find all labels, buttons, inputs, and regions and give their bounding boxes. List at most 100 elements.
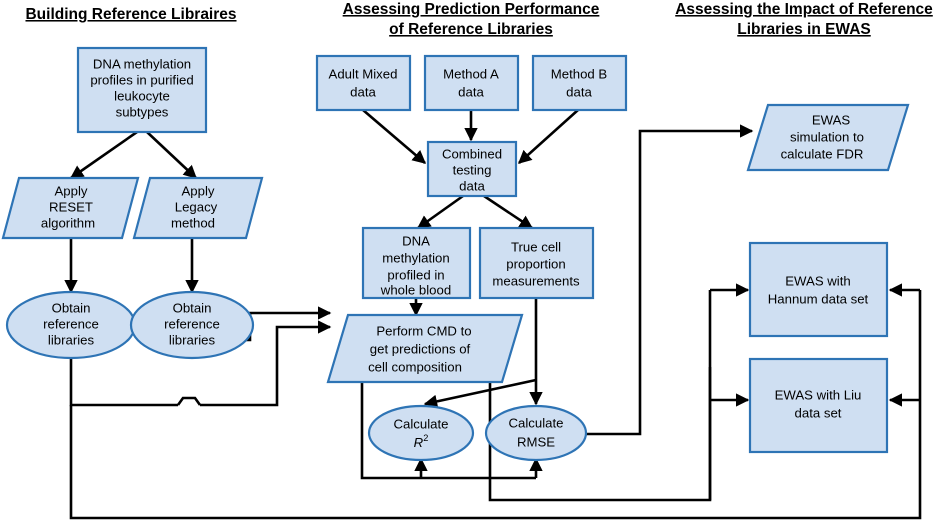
node-obtain-reference-libraries-reset-line1: Obtain: [52, 300, 91, 315]
edge-true-cell-to-r2: [423, 378, 537, 409]
edge-profiles-to-legacy: [146, 131, 197, 179]
node-apply-reset-algorithm[interactable]: Apply RESET algorithm: [1, 176, 140, 240]
edge-bottom-outer-rail: [69, 290, 922, 520]
node-dna-methylation-profiles[interactable]: DNA methylation profiles in purified leu…: [76, 46, 208, 134]
node-dna-methylation-profiles-line4: subtypes: [116, 104, 169, 119]
edge-combined-to-dna-whole-blood: [416, 194, 464, 230]
section-title-impact-line1: Assessing the Impact of Reference: [675, 1, 933, 18]
node-dna-methylation-whole-blood-line3: profiled in: [387, 267, 444, 282]
node-apply-legacy-method[interactable]: Apply Legacy method: [132, 176, 264, 240]
node-ewas-simulation-fdr-line3: calculate FDR: [781, 146, 864, 161]
edge-profiles-to-reset: [69, 130, 138, 180]
node-ewas-simulation-fdr[interactable]: EWAS simulation to calculate FDR: [746, 103, 910, 172]
node-obtain-reference-libraries-reset-line2: reference: [43, 316, 99, 331]
node-dna-methylation-profiles-line3: leukocyte: [114, 88, 170, 103]
node-dna-methylation-whole-blood-box[interactable]: [361, 226, 472, 300]
section-title-prediction-line1: Assessing Prediction Performance: [343, 1, 600, 18]
node-perform-cmd-line1: Perform CMD to: [376, 323, 471, 338]
node-true-cell-proportion-line2: proportion: [506, 256, 565, 271]
section-title-prediction-line2: of Reference Libraries: [389, 21, 553, 38]
node-method-a-data-line1: Method A: [443, 66, 499, 81]
node-calculate-r2-line1: Calculate: [394, 416, 449, 431]
node-perform-cmd-line3: cell composition: [368, 359, 462, 374]
node-ewas-simulation-fdr-line1: EWAS: [812, 112, 851, 127]
node-ewas-liu[interactable]: EWAS with Liu data set: [748, 357, 889, 454]
node-ewas-liu-line1: EWAS with Liu: [775, 387, 862, 402]
node-obtain-reference-libraries-reset[interactable]: Obtain reference libraries: [5, 290, 137, 360]
node-perform-cmd-box[interactable]: [326, 313, 524, 384]
node-adult-mixed-data[interactable]: Adult Mixed data: [315, 54, 412, 112]
node-calculate-rmse-line2: RMSE: [517, 434, 555, 449]
edge-obtain-reset-seg1: [69, 355, 178, 407]
node-calculate-rmse-line1: Calculate: [509, 415, 564, 430]
node-apply-reset-algorithm-line1: Apply: [55, 183, 88, 198]
section-title-building: Building Reference Libraires: [25, 6, 236, 23]
section-title-impact-line2: Libraries in EWAS: [737, 21, 871, 38]
edge-rmse-to-ewas-simulation: [584, 124, 754, 436]
node-calculate-r2-symbol: R: [414, 435, 424, 450]
node-dna-methylation-profiles-box[interactable]: [76, 46, 208, 134]
node-combined-testing-data-box[interactable]: [426, 140, 518, 198]
node-ewas-hannum-line1: EWAS with: [785, 273, 850, 288]
node-true-cell-proportion-box[interactable]: [478, 226, 595, 300]
node-dna-methylation-profiles-line1: DNA methylation: [93, 56, 191, 71]
node-method-a-data-line2: data: [458, 84, 484, 99]
edge-methodb-to-combined: [517, 109, 579, 164]
node-adult-mixed-data-line1: Adult Mixed: [329, 66, 398, 81]
node-obtain-reference-libraries-legacy-line1: Obtain: [173, 300, 212, 315]
node-perform-cmd[interactable]: Perform CMD to get predictions of cell c…: [326, 313, 524, 384]
node-dna-methylation-whole-blood-line1: DNA: [402, 233, 430, 248]
node-apply-reset-algorithm-box[interactable]: [1, 176, 140, 240]
node-apply-legacy-method-box[interactable]: [132, 176, 264, 240]
edge-adult-to-combined: [362, 109, 427, 164]
node-ewas-hannum-box[interactable]: [748, 241, 889, 338]
node-combined-testing-data-line3: data: [459, 178, 485, 193]
edge-line-hop-bridge: [176, 396, 202, 406]
node-obtain-reference-libraries-legacy[interactable]: Obtain reference libraries: [129, 290, 255, 360]
node-method-b-data-box[interactable]: [531, 54, 628, 112]
node-dna-methylation-whole-blood-line2: methylation: [382, 250, 449, 265]
node-calculate-r2-line2: R2: [414, 433, 429, 450]
node-obtain-reference-libraries-reset-line3: libraries: [48, 332, 95, 347]
node-apply-legacy-method-line2: Legacy: [175, 199, 218, 214]
node-method-a-data[interactable]: Method A data: [423, 54, 520, 112]
node-adult-mixed-data-line2: data: [350, 84, 376, 99]
node-apply-legacy-method-line3: method: [171, 215, 215, 230]
node-apply-legacy-method-line1: Apply: [182, 183, 215, 198]
node-calculate-rmse[interactable]: Calculate RMSE: [484, 404, 588, 462]
node-method-a-data-box[interactable]: [423, 54, 520, 112]
node-ewas-simulation-fdr-box[interactable]: [746, 103, 910, 172]
section-title-assessing-prediction: Assessing Prediction Performance of Refe…: [343, 1, 600, 38]
node-obtain-reference-libraries-legacy-line3: libraries: [169, 332, 216, 347]
node-apply-reset-algorithm-line2: RESET: [49, 199, 93, 214]
node-perform-cmd-line2: get predictions of: [370, 341, 471, 356]
node-combined-testing-data-line2: testing: [453, 162, 492, 177]
node-combined-testing-data[interactable]: Combined testing data: [426, 140, 518, 198]
node-method-b-data-line1: Method B: [551, 66, 608, 81]
node-ewas-simulation-fdr-line2: simulation to: [790, 129, 864, 144]
node-calculate-rmse-box[interactable]: [484, 404, 588, 462]
node-true-cell-proportion[interactable]: True cell proportion measurements: [478, 226, 595, 300]
edge-combined-to-true-cell: [483, 194, 534, 230]
node-calculate-r2-box[interactable]: [367, 404, 475, 462]
node-apply-reset-algorithm-line3: algorithm: [41, 215, 95, 230]
node-ewas-liu-line2: data set: [795, 405, 842, 420]
node-obtain-reference-libraries-legacy-line2: reference: [164, 316, 220, 331]
node-obtain-reference-libraries-legacy-box[interactable]: [129, 290, 255, 360]
edge-cmd-bottom-rail: [360, 382, 536, 480]
node-calculate-r2[interactable]: Calculate R2: [367, 404, 475, 462]
section-title-assessing-impact: Assessing the Impact of Reference Librar…: [675, 1, 933, 38]
node-dna-methylation-profiles-line2: profiles in purified: [90, 72, 193, 87]
node-method-b-data-line2: data: [566, 84, 592, 99]
node-adult-mixed-data-box[interactable]: [315, 54, 412, 112]
node-dna-methylation-whole-blood[interactable]: DNA methylation profiled in whole blood: [361, 226, 472, 300]
node-method-b-data[interactable]: Method B data: [531, 54, 628, 112]
section-title-building-line1: Building Reference Libraires: [25, 6, 236, 23]
node-combined-testing-data-line1: Combined: [442, 146, 502, 161]
edge-obtain-reset-seg2: [200, 320, 332, 407]
node-ewas-liu-box[interactable]: [748, 357, 889, 454]
node-ewas-hannum-line2: Hannum data set: [768, 291, 869, 306]
node-ewas-hannum[interactable]: EWAS with Hannum data set: [748, 241, 889, 338]
